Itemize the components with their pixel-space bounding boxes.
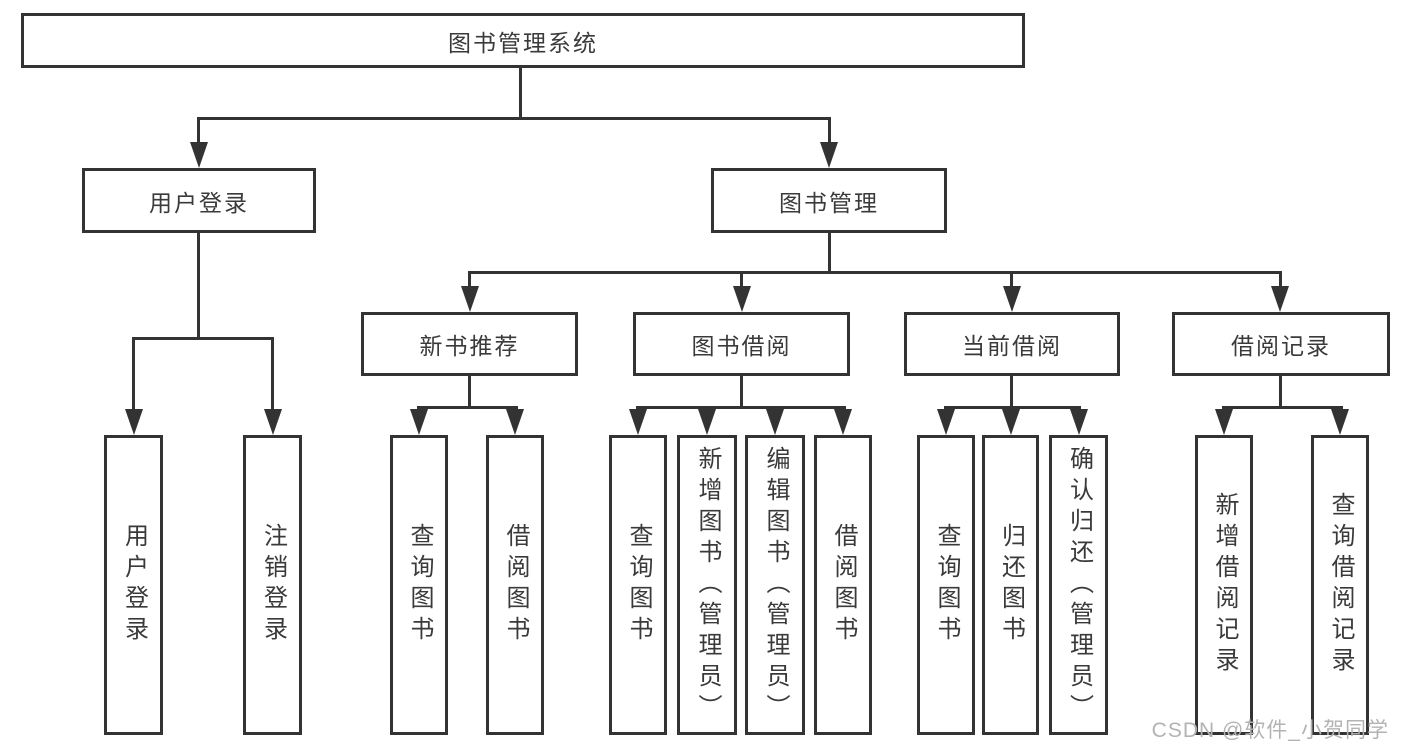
connector-line — [740, 375, 743, 409]
connector-line — [828, 117, 831, 145]
node-book-borrowing: 图书借阅 — [633, 312, 850, 376]
connector-line — [1279, 375, 1282, 409]
connector-line — [468, 271, 471, 289]
node-book-management: 图书管理 — [711, 168, 947, 233]
arrowhead-down-icon — [410, 409, 428, 435]
connector-line — [468, 271, 1282, 274]
leaf-borrow-books-recommend: 借阅图书 — [486, 435, 544, 735]
connector-line — [468, 375, 471, 409]
node-borrowing-records: 借阅记录 — [1172, 312, 1390, 376]
arrowhead-down-icon — [125, 409, 143, 435]
arrowhead-down-icon — [1070, 409, 1088, 435]
leaf-query-borrow-record: 查询借阅记录 — [1311, 435, 1369, 735]
connector-line — [740, 271, 743, 289]
node-library-system: 图书管理系统 — [21, 13, 1025, 68]
connector-line — [1279, 271, 1282, 289]
csdn-watermark: CSDN @软件_小贺同学 — [1151, 719, 1389, 742]
arrowhead-down-icon — [1271, 286, 1289, 312]
leaf-user-login: 用户登录 — [104, 435, 163, 735]
arrowhead-down-icon — [698, 409, 716, 435]
leaf-query-books-current: 查询图书 — [917, 435, 975, 735]
leaf-return-books: 归还图书 — [982, 435, 1039, 735]
node-new-book-recommend: 新书推荐 — [361, 312, 578, 376]
arrowhead-down-icon — [766, 409, 784, 435]
connector-line — [1010, 375, 1013, 409]
leaf-query-books-borrowing: 查询图书 — [609, 435, 667, 735]
arrowhead-down-icon — [937, 409, 955, 435]
leaf-borrow-books: 借阅图书 — [814, 435, 872, 735]
leaf-logout-login: 注销登录 — [243, 435, 302, 735]
connector-line — [132, 337, 135, 412]
arrowhead-down-icon — [1003, 286, 1021, 312]
connector-line — [1222, 406, 1343, 409]
arrowhead-down-icon — [820, 142, 838, 168]
arrowhead-down-icon — [506, 409, 524, 435]
connector-line — [519, 67, 522, 118]
connector-line — [271, 337, 274, 412]
connector-line — [197, 117, 831, 120]
leaf-add-borrow-record: 新增借阅记录 — [1195, 435, 1253, 735]
arrowhead-down-icon — [461, 286, 479, 312]
arrowhead-down-icon — [1002, 409, 1020, 435]
arrowhead-down-icon — [733, 286, 751, 312]
arrowhead-down-icon — [264, 409, 282, 435]
connector-line — [417, 406, 518, 409]
leaf-query-books-recommend: 查询图书 — [390, 435, 448, 735]
arrowhead-down-icon — [1215, 409, 1233, 435]
connector-line — [197, 233, 200, 340]
arrowhead-down-icon — [629, 409, 647, 435]
connector-line — [1010, 271, 1013, 289]
leaf-confirm-return-admin: 确认归还（管理员） — [1049, 435, 1108, 735]
arrowhead-down-icon — [1331, 409, 1349, 435]
arrowhead-down-icon — [190, 142, 208, 168]
node-user-login: 用户登录 — [82, 168, 316, 233]
node-current-borrowing: 当前借阅 — [904, 312, 1120, 376]
connector-line — [197, 117, 200, 145]
leaf-edit-books-admin: 编辑图书（管理员） — [745, 435, 805, 735]
connector-line — [132, 337, 274, 340]
connector-line — [944, 406, 1081, 409]
connector-line — [636, 406, 846, 409]
leaf-add-books-admin: 新增图书（管理员） — [677, 435, 737, 735]
arrowhead-down-icon — [834, 409, 852, 435]
connector-line — [828, 233, 831, 274]
